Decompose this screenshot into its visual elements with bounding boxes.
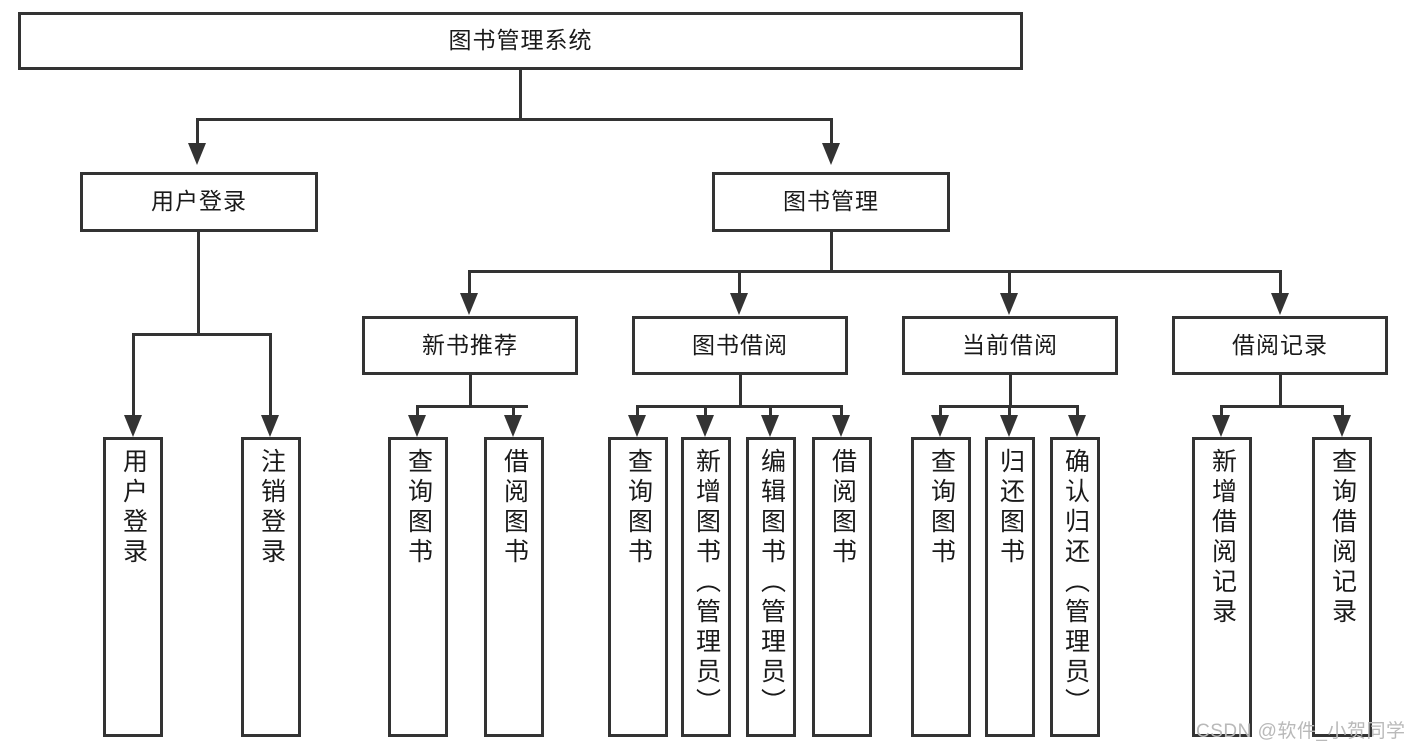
node-label: 图书管理系统 [448,27,593,54]
arrow-leaf-confirm-return [1068,415,1086,437]
leaf-label: 用户登录 [119,448,148,568]
arrow-to-user-login [188,143,206,165]
connector-user-login-left [132,333,135,415]
arrow-leaf-query-book-2 [628,415,646,437]
leaf-borrow-book-borrow[interactable]: 借阅图书 [812,437,872,737]
arrow-to-borrow-record [1271,293,1289,315]
leaf-confirm-return-admin[interactable]: 确认归还（管理员） [1050,437,1100,737]
node-book-management[interactable]: 图书管理 [712,172,950,232]
arrow-leaf-logout-login [261,415,279,437]
leaf-label: 查询图书 [404,448,433,568]
leaf-label: 归还图书 [996,448,1025,568]
leaf-query-book-recommend[interactable]: 查询图书 [388,437,448,737]
arrow-leaf-add-book [696,415,714,437]
connector-book-borrow-l3 [769,405,772,417]
node-label: 用户登录 [151,188,247,215]
leaf-add-borrow-record[interactable]: 新增借阅记录 [1192,437,1252,737]
connector-current-borrow-l1 [939,405,942,417]
leaf-query-book-borrow[interactable]: 查询图书 [608,437,668,737]
connector-user-login-stem [197,232,200,335]
connector-new-book-distributor [416,405,528,408]
connector-new-book-stem [469,375,472,407]
arrow-leaf-edit-book [761,415,779,437]
arrow-to-current-borrow [1000,293,1018,315]
connector-user-login-right [269,333,272,415]
arrow-leaf-borrow-book-2 [832,415,850,437]
leaf-label: 查询图书 [927,448,956,568]
connector-book-manage-stem [830,232,833,272]
node-label: 新书推荐 [422,331,518,358]
connector-to-current-borrow [1008,270,1011,295]
connector-current-borrow-l3 [1076,405,1079,417]
node-label: 图书管理 [783,188,879,215]
connector-to-borrow-record [1279,270,1282,295]
arrow-leaf-user-login [124,415,142,437]
csdn-watermark: CSDN @软件_小贺同学 [1196,721,1405,742]
leaf-label: 新增图书（管理员） [692,448,721,718]
node-book-borrow[interactable]: 图书借阅 [632,316,848,375]
connector-to-user-login [196,118,199,143]
node-label: 图书借阅 [692,331,788,358]
leaf-borrow-book-recommend[interactable]: 借阅图书 [484,437,544,737]
arrow-to-book-manage [822,143,840,165]
node-user-login[interactable]: 用户登录 [80,172,318,232]
connector-borrow-record-stem [1279,375,1282,407]
connector-book-borrow-l4 [840,405,843,417]
leaf-label: 查询借阅记录 [1328,448,1357,628]
arrow-leaf-query-record [1333,415,1351,437]
arrow-leaf-query-book-1 [408,415,426,437]
arrow-leaf-borrow-book-1 [504,415,522,437]
connector-borrow-record-distributor [1220,405,1344,408]
leaf-user-login[interactable]: 用户登录 [103,437,163,737]
leaf-label: 编辑图书（管理员） [757,448,786,718]
node-borrow-record[interactable]: 借阅记录 [1172,316,1388,375]
connector-new-book-l2 [512,405,515,417]
node-new-book-recommend[interactable]: 新书推荐 [362,316,578,375]
leaf-label: 借阅图书 [828,448,857,568]
leaf-add-book-admin[interactable]: 新增图书（管理员） [681,437,731,737]
connector-current-borrow-l2 [1008,405,1011,417]
node-current-borrow[interactable]: 当前借阅 [902,316,1118,375]
arrow-leaf-add-record [1212,415,1230,437]
connector-to-book-manage [830,118,833,143]
connector-book-borrow-stem [739,375,742,407]
connector-to-book-borrow [738,270,741,295]
connector-borrow-record-l1 [1220,405,1223,417]
connector-level2-distributor [196,118,833,121]
leaf-label: 确认归还（管理员） [1061,448,1090,718]
connector-root-stem [519,70,522,120]
node-label: 当前借阅 [962,331,1058,358]
arrow-to-new-book [460,293,478,315]
connector-to-new-book [468,270,471,295]
leaf-logout-login[interactable]: 注销登录 [241,437,301,737]
connector-level3-distributor [468,270,1282,273]
node-root-system[interactable]: 图书管理系统 [18,12,1023,70]
connector-book-borrow-l2 [704,405,707,417]
connector-user-login-distributor [132,333,270,336]
leaf-query-book-current[interactable]: 查询图书 [911,437,971,737]
leaf-return-book[interactable]: 归还图书 [985,437,1035,737]
leaf-label: 借阅图书 [500,448,529,568]
arrow-leaf-query-book-3 [931,415,949,437]
connector-borrow-record-l2 [1341,405,1344,417]
arrow-leaf-return-book [1000,415,1018,437]
connector-new-book-l1 [416,405,419,417]
leaf-edit-book-admin[interactable]: 编辑图书（管理员） [746,437,796,737]
leaf-label: 查询图书 [624,448,653,568]
node-label: 借阅记录 [1232,331,1328,358]
arrow-to-book-borrow [730,293,748,315]
connector-book-borrow-l1 [636,405,639,417]
leaf-label: 注销登录 [257,448,286,568]
connector-current-borrow-stem [1009,375,1012,407]
leaf-query-borrow-record[interactable]: 查询借阅记录 [1312,437,1372,737]
connector-book-borrow-distributor [636,405,843,408]
leaf-label: 新增借阅记录 [1208,448,1237,628]
